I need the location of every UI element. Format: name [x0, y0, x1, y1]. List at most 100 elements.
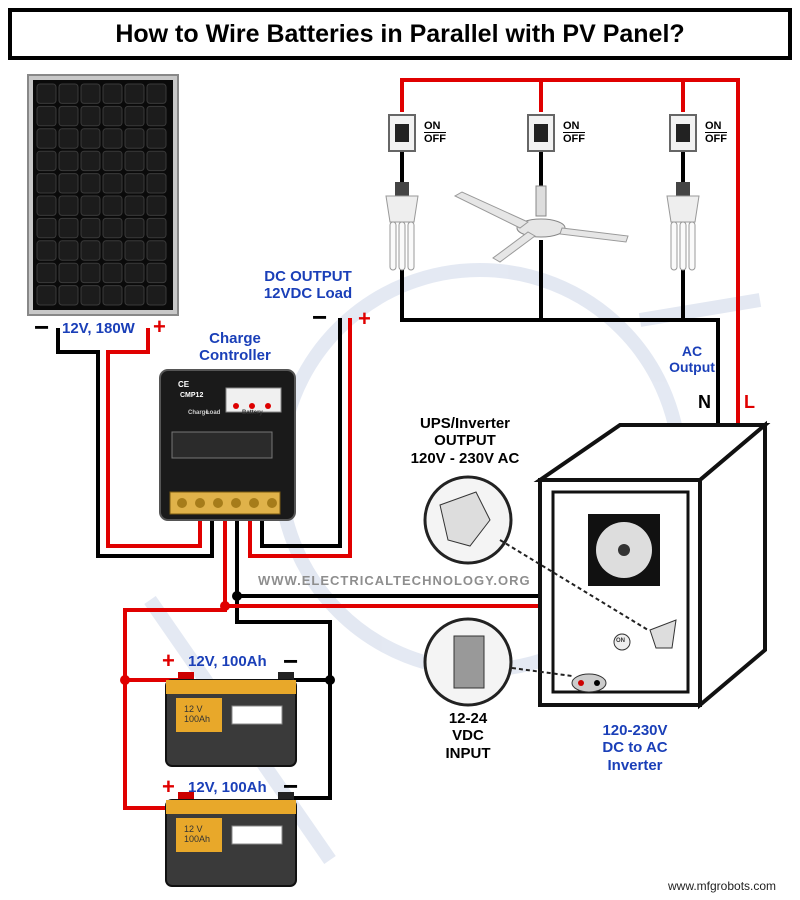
- page-title: How to Wire Batteries in Parallel with P…: [115, 19, 685, 48]
- dc-input-line3: INPUT: [445, 744, 491, 762]
- ups-plug-callout-icon: [423, 475, 649, 631]
- battery-1-label: 12V, 100Ah: [188, 653, 267, 670]
- solar-cell: [146, 262, 167, 284]
- dc-input-label: 12-24 VDC INPUT: [436, 710, 500, 762]
- battery-2-face-capacity: 100Ah: [184, 834, 211, 845]
- ac-output-line2: Output: [669, 359, 715, 376]
- inverter-line2: DC to AC: [602, 739, 668, 757]
- charge-controller-icon: [159, 369, 296, 521]
- inverter-box-icon: [533, 420, 771, 710]
- solar-cell: [58, 285, 79, 306]
- solar-cell: [124, 83, 145, 104]
- solar-cell: [58, 173, 79, 194]
- solar-cell: [58, 105, 79, 127]
- title-banner: How to Wire Batteries in Parallel with P…: [8, 8, 792, 60]
- switch-1-icon: [388, 114, 416, 152]
- solar-cell: [36, 262, 57, 284]
- solar-cell: [146, 285, 167, 306]
- solar-cell: [102, 262, 123, 284]
- solar-cell: [146, 105, 167, 127]
- dc-load-wires: [248, 318, 352, 558]
- solar-cell: [36, 83, 57, 104]
- solar-cell: [102, 217, 123, 239]
- solar-cell: [124, 105, 145, 127]
- solar-cell: [124, 195, 145, 216]
- battery-1-face-capacity: 100Ah: [184, 714, 211, 725]
- switch-1-label: ON OFF: [424, 120, 446, 145]
- solar-cell: [102, 150, 123, 172]
- solar-cell: [80, 128, 101, 149]
- solar-cell: [58, 150, 79, 172]
- solar-cell: [146, 240, 167, 261]
- switch-2-label: ON OFF: [563, 120, 585, 145]
- battery-1-face-label: 12 V 100Ah: [184, 704, 210, 725]
- dc-output-line2: 12VDC Load: [263, 285, 353, 303]
- switch-1-on: ON: [424, 120, 441, 132]
- dc-output-line1: DC OUTPUT: [264, 268, 352, 285]
- solar-cell: [80, 83, 101, 104]
- solar-cell: [124, 173, 145, 194]
- solar-cell: [58, 83, 79, 104]
- solar-cell: [124, 285, 145, 306]
- solar-cell: [36, 195, 57, 216]
- solar-cell: [102, 240, 123, 261]
- live-label: L: [744, 392, 755, 412]
- neutral-label: N: [698, 392, 711, 412]
- solar-cell: [146, 150, 167, 172]
- controller-charge-led-label: Charge: [188, 410, 209, 416]
- switch-3-label: ON OFF: [705, 120, 727, 145]
- solar-cell: [102, 105, 123, 127]
- battery-2-face-voltage: 12 V: [184, 824, 203, 834]
- solar-cell: [146, 195, 167, 216]
- battery-2-positive-sign: +: [162, 774, 175, 799]
- controller-battery-led-label: Battery: [242, 410, 263, 416]
- battery-1-positive-sign: +: [162, 648, 175, 673]
- solar-cell: [36, 173, 57, 194]
- solar-cell: [58, 240, 79, 261]
- cfl-bulb-left-icon: [385, 182, 419, 271]
- battery-1-icon: [165, 672, 297, 767]
- switch-1-off: OFF: [424, 132, 446, 146]
- inverter-line3: Inverter: [607, 756, 663, 774]
- solar-cell: [124, 217, 145, 239]
- solar-cell: [36, 105, 57, 127]
- charge-controller-label-line2: Controller: [199, 347, 271, 365]
- inverter-line1: 120-230V: [602, 722, 668, 739]
- solar-cell: [102, 128, 123, 149]
- solar-cell: [80, 195, 101, 216]
- solar-cell: [80, 150, 101, 172]
- ups-output-label: UPS/Inverter OUTPUT 120V - 230V AC: [400, 415, 530, 467]
- switch-3-icon: [669, 114, 697, 152]
- inverter-label: 120-230V DC to AC Inverter: [580, 722, 690, 774]
- solar-cell: [80, 105, 101, 127]
- wire-junctions: [120, 591, 335, 685]
- dc-output-positive-sign: +: [358, 306, 371, 331]
- solar-cell: [58, 195, 79, 216]
- solar-cell: [102, 285, 123, 306]
- switch-3-on: ON: [705, 120, 722, 132]
- solar-cell: [80, 173, 101, 194]
- solar-cell: [58, 262, 79, 284]
- ups-output-line2: OUTPUT: [434, 432, 496, 450]
- ups-output-line1: UPS/Inverter: [419, 415, 511, 432]
- solar-panel-label: 12V, 180W: [62, 320, 135, 337]
- pv-wires: [56, 328, 214, 558]
- solar-cell: [124, 150, 145, 172]
- battery-2-icon: [165, 792, 297, 887]
- solar-cell: [80, 262, 101, 284]
- solar-panel-icon: [27, 74, 179, 316]
- inverter-switch-label: ON: [616, 638, 625, 644]
- solar-cell: [124, 240, 145, 261]
- solar-cell: [146, 217, 167, 239]
- battery-1-face-voltage: 12 V: [184, 704, 203, 714]
- solar-cell: [146, 128, 167, 149]
- controller-ce-mark: CE: [178, 380, 190, 389]
- charge-controller-label-line1: Charge: [209, 330, 261, 347]
- controller-load-led-label: Load: [206, 410, 221, 416]
- solar-cell: [58, 217, 79, 239]
- ups-output-line3: 120V - 230V AC: [410, 449, 520, 467]
- solar-cell: [102, 195, 123, 216]
- controller-brand: CMP12: [180, 392, 204, 399]
- dc-input-callout-icon: [423, 617, 573, 707]
